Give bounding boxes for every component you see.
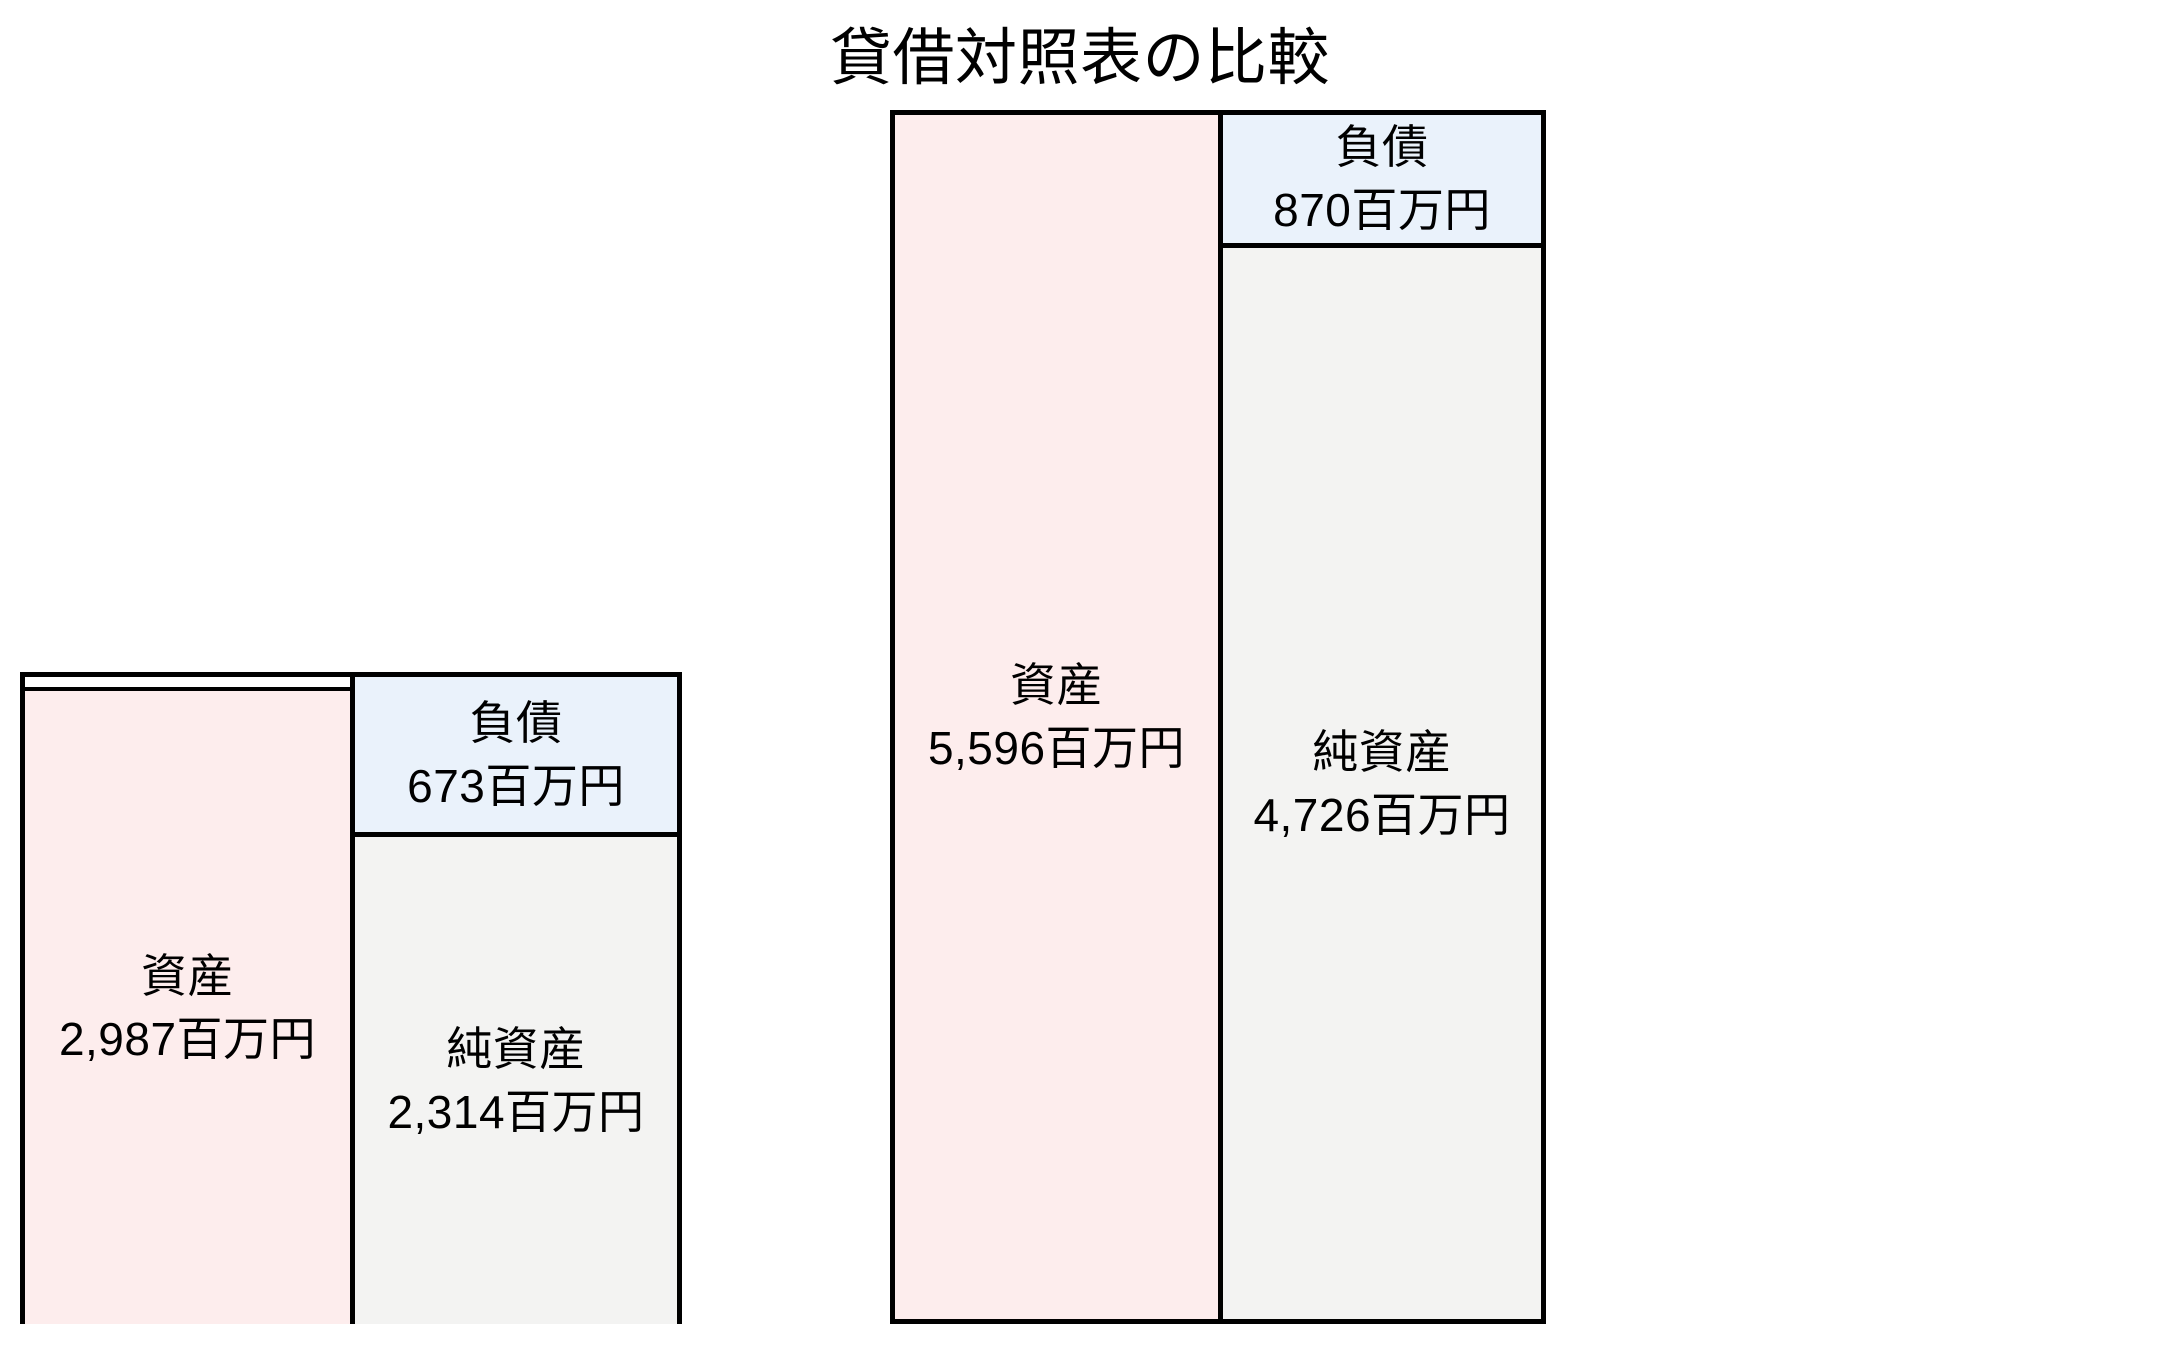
right-liability-segment: 負債 870百万円 [1223,115,1541,243]
right-asset-segment: 資産 5,596百万円 [895,115,1218,1319]
right-liability-equity-divider [1223,243,1541,248]
right-liability-label: 負債 870百万円 [1273,121,1491,236]
left-asset-segment: 資産 2,987百万円 [25,691,350,1324]
left-liability-segment: 負債 673百万円 [355,677,677,832]
left-asset-label: 資産 2,987百万円 [58,949,317,1065]
right-asset-label: 資産 5,596百万円 [927,659,1186,774]
left-liability-equity-divider [355,832,677,837]
right-equity-label: 純資産 4,726百万円 [1253,725,1511,841]
left-liability-label: 負債 673百万円 [407,696,625,812]
balance-sheet-right: 資産 5,596百万円 負債 870百万円 純資産 4,726百万円 [890,110,1546,1324]
left-equity-segment: 純資産 2,314百万円 [355,837,677,1324]
left-asset-top-rule [25,687,350,691]
left-equity-label: 純資産 2,314百万円 [387,1022,645,1138]
chart-title: 貸借対照表の比較 [829,24,1330,93]
left-column-divider [350,677,355,1324]
right-column-divider [1218,115,1223,1319]
balance-sheet-left: 資産 2,987百万円 負債 673百万円 純資産 2,314百万円 [20,672,682,1324]
right-equity-segment: 純資産 4,726百万円 [1223,248,1541,1319]
